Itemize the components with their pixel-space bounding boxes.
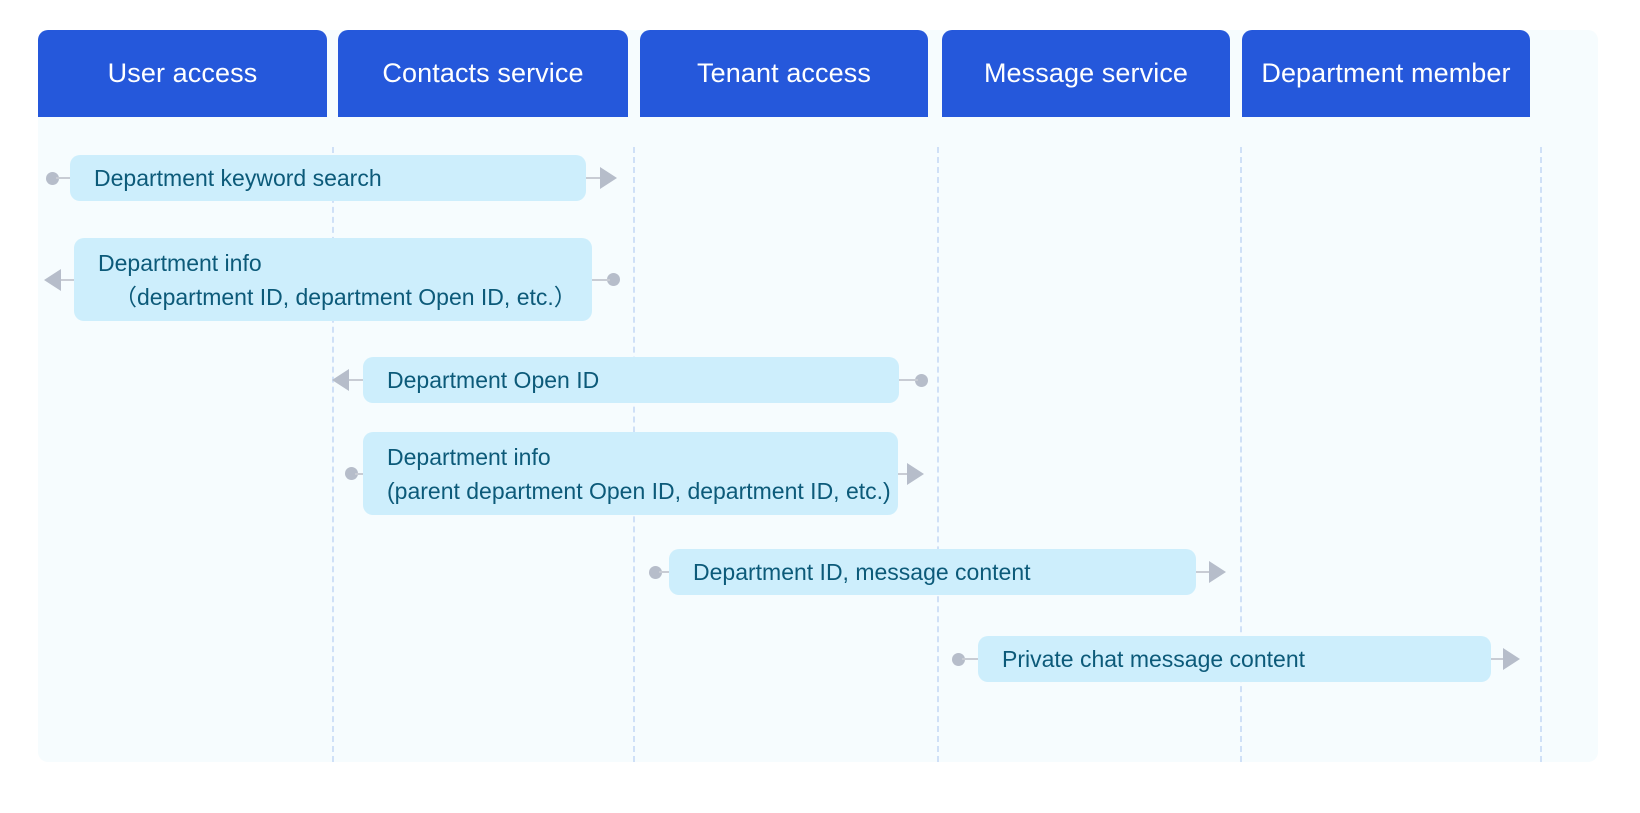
message-text-line: Department Open ID — [387, 367, 600, 393]
message-stem-department-info-tenant — [355, 472, 363, 475]
message-department-keyword-search[interactable]: Department keyword search — [70, 155, 586, 201]
lifeline-user-access — [332, 147, 334, 762]
message-private-chat-message-content[interactable]: Private chat message content — [978, 636, 1491, 682]
message-text-line: Department keyword search — [94, 165, 382, 191]
participant-label: Contacts service — [382, 57, 584, 88]
message-text-line: （department ID, department Open ID, etc.… — [114, 283, 577, 310]
message-department-open-id[interactable]: Department Open ID — [363, 357, 899, 403]
message-department-info-tenant[interactable]: Department info (parent department Open I… — [363, 432, 898, 515]
message-department-id-message-content[interactable]: Department ID, message content — [669, 549, 1196, 595]
message-stem-tail-private-chat-message-content — [1491, 658, 1503, 660]
participant-label: Department member — [1261, 57, 1511, 88]
message-stem-tail-department-keyword-search — [586, 177, 600, 179]
message-arrow-right-private-chat-message-content — [1503, 648, 1520, 670]
message-arrow-right-department-info-tenant — [907, 462, 924, 485]
message-source-dot-private-chat-message-content — [952, 652, 965, 666]
lifeline-department-member — [1540, 147, 1542, 762]
message-stem-tail-department-open-id — [349, 379, 363, 381]
message-stem-private-chat-message-content — [962, 658, 978, 660]
message-source-dot-department-id-message-content — [649, 565, 662, 579]
message-text-line: Department info — [98, 249, 262, 276]
participant-user-access[interactable]: User access — [38, 30, 327, 117]
message-stem-tail-department-info-tenant — [898, 472, 907, 475]
participant-department-member[interactable]: Department member — [1242, 30, 1530, 117]
message-source-dot-department-keyword-search — [46, 171, 59, 185]
participant-contacts-service[interactable]: Contacts service — [338, 30, 628, 117]
message-text-line: Private chat message content — [1002, 646, 1305, 672]
message-department-info-user[interactable]: Department info （department ID, departmen… — [74, 238, 592, 321]
participant-label: Tenant access — [697, 57, 871, 88]
message-source-dot-department-open-id — [915, 373, 928, 387]
message-arrow-right-department-id-message-content — [1209, 561, 1226, 583]
message-stem-tail-department-id-message-content — [1196, 571, 1209, 573]
lifeline-tenant-access — [937, 147, 939, 762]
message-arrow-left-department-open-id — [332, 369, 349, 391]
message-stem-department-info-user — [592, 278, 610, 281]
message-arrow-left-department-info-user — [44, 268, 61, 291]
participant-message-service[interactable]: Message service — [942, 30, 1230, 117]
message-stem-department-keyword-search — [56, 177, 70, 179]
message-stem-department-id-message-content — [659, 571, 669, 573]
participant-tenant-access[interactable]: Tenant access — [640, 30, 928, 117]
lifeline-message-service — [1240, 147, 1242, 762]
participant-label: Message service — [983, 57, 1189, 88]
message-source-dot-department-info-user — [607, 273, 620, 286]
message-text-line: Department info — [387, 443, 551, 470]
sequence-diagram-canvas: User access Contacts service Tenant access… — [38, 30, 1598, 762]
message-stem-tail-department-info-user — [61, 278, 74, 281]
message-source-dot-department-info-tenant — [345, 467, 358, 480]
message-text-line: (parent department Open ID, department I… — [387, 477, 891, 504]
message-stem-department-open-id — [899, 379, 918, 381]
participant-label: User access — [107, 57, 258, 88]
message-text-line: Department ID, message content — [693, 559, 1031, 585]
message-arrow-right-department-keyword-search — [600, 167, 617, 189]
